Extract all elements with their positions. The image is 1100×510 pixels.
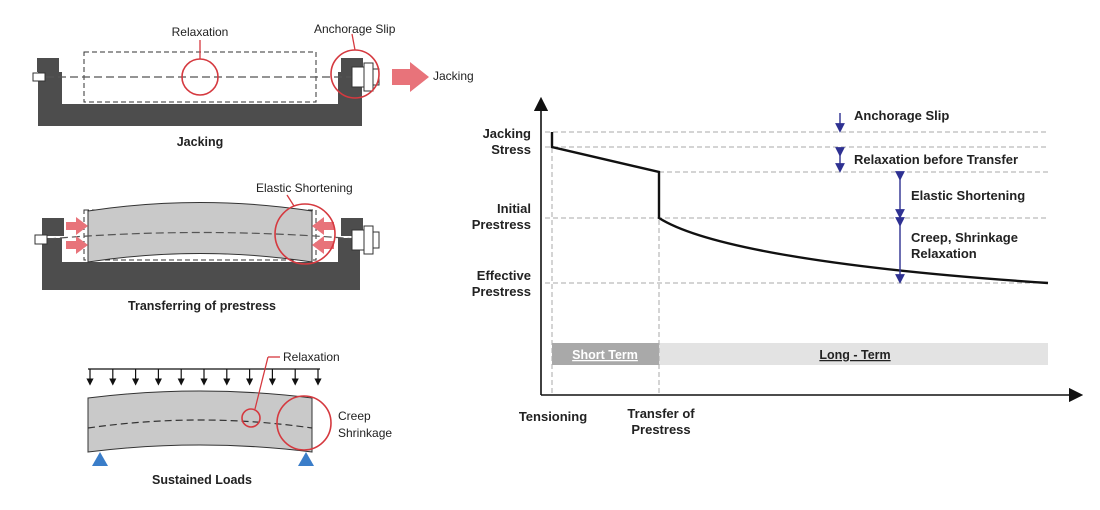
relaxation-leader: [254, 356, 269, 410]
stress-curve: [550, 132, 1049, 285]
left-push-arrow-top: [66, 217, 88, 235]
left-push-arrow-bottom: [66, 236, 88, 254]
right-push-arrow-top: [312, 217, 334, 235]
anchorage-slip-loss-label: Anchorage Slip: [854, 108, 949, 123]
cambered-beam: [87, 202, 313, 263]
long-term-label: Long - Term: [819, 348, 890, 362]
sustained-caption: Sustained Loads: [152, 473, 252, 487]
right-jack-nut: [372, 231, 380, 249]
relaxation-label: Relaxation: [172, 25, 229, 39]
jacking-panel: Relaxation Anchorage Slip Jacking Jackin…: [32, 22, 474, 149]
anchorage-slip-label: Anchorage Slip: [314, 22, 396, 36]
relaxation-circle: [181, 58, 219, 96]
creep-shrinkage-label: Creep, Shrinkage: [911, 230, 1018, 245]
creep-label: Creep: [338, 409, 371, 423]
right-push-arrow-bottom: [312, 236, 334, 254]
transfer-panel: Elastic Shortening Transferring of prest…: [34, 181, 380, 313]
relaxation-label: Relaxation: [283, 350, 340, 364]
left-anchor-block: [42, 218, 64, 236]
elastic-shortening-loss-label: Elastic Shortening: [911, 188, 1025, 203]
distributed-load-arrows: [86, 369, 322, 386]
jacking-arrow-label: Jacking: [433, 69, 474, 83]
sustained-panel: Relaxation Creep Shrinkage Sustained Loa…: [86, 350, 392, 487]
deflected-beam: [87, 390, 313, 453]
transfer-caption: Transferring of prestress: [128, 299, 276, 313]
short-term-label: Short Term: [572, 348, 638, 362]
left-anchor-block: [37, 58, 59, 72]
prestressing-bed: [42, 238, 360, 290]
initial-label: Initial: [497, 201, 531, 216]
right-support: [298, 452, 314, 466]
right-jack-plate: [363, 62, 374, 92]
prestressing-bed: [38, 72, 362, 126]
relaxation-loss-label: Relaxation: [911, 246, 977, 261]
relaxation-before-transfer-label: Relaxation before Transfer: [854, 152, 1018, 167]
left-chuck: [34, 234, 48, 245]
transfer-prestress-label: Prestress: [631, 422, 690, 437]
stress-time-graph: Short Term Long - Term Anchorage Slip Re…: [472, 96, 1084, 437]
right-jack-plate: [363, 225, 374, 255]
elastic-shortening-label: Elastic Shortening: [256, 181, 353, 195]
jacking-label: Jacking: [483, 126, 531, 141]
right-jack: [351, 229, 365, 251]
jacking-caption: Jacking: [177, 135, 224, 149]
effective-prestress-label: Prestress: [472, 284, 531, 299]
shrinkage-label: Shrinkage: [338, 426, 392, 440]
elastic-shortening-leader: [286, 194, 295, 207]
creep-shrinkage-circle: [276, 395, 332, 451]
initial-prestress-label: Prestress: [472, 217, 531, 232]
stress-label: Stress: [491, 142, 531, 157]
tendon: [87, 419, 313, 429]
effective-label: Effective: [477, 268, 531, 283]
transfer-of-label: Transfer of: [627, 406, 695, 421]
left-chuck: [32, 72, 46, 82]
jacking-arrow: [392, 62, 429, 92]
anchorage-slip-leader: [351, 33, 356, 51]
long-term-band: [659, 343, 1048, 365]
relaxation-circle: [241, 408, 261, 428]
right-jack: [351, 66, 365, 88]
short-term-band: [552, 343, 659, 365]
elastic-shortening-circle: [274, 203, 336, 265]
left-support: [92, 452, 108, 466]
tensioning-label: Tensioning: [519, 409, 587, 424]
